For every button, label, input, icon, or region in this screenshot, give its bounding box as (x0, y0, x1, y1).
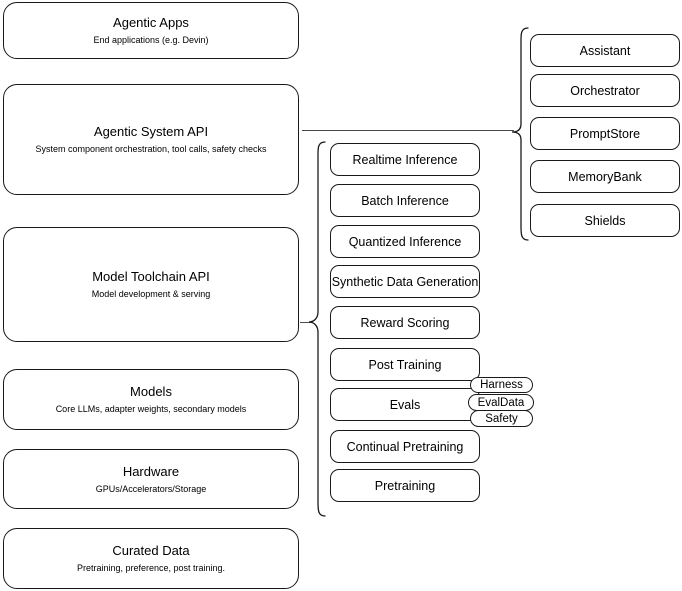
item-box-realtime-inference[interactable]: Realtime Inference (330, 143, 480, 176)
brace-toolchain-items (308, 140, 326, 518)
eval-badge-safety[interactable]: Safety (470, 410, 533, 427)
connector-agentic-system-api-to-components (302, 130, 514, 132)
layer-title: Agentic Apps (113, 15, 189, 30)
eval-badge-evaldata[interactable]: EvalData (468, 394, 534, 411)
layer-title: Agentic System API (93, 124, 209, 139)
layer-box-hardware[interactable]: Hardware GPUs/Accelerators/Storage (3, 449, 299, 509)
layer-title: Hardware (122, 463, 180, 479)
item-label: Pretraining (374, 478, 436, 493)
component-label: MemoryBank (568, 169, 642, 184)
item-label: Reward Scoring (360, 315, 450, 330)
item-box-reward-scoring[interactable]: Reward Scoring (330, 306, 480, 339)
layer-subtitle: System component orchestration, tool cal… (35, 144, 267, 154)
item-label: Batch Inference (361, 193, 449, 208)
item-box-pretraining[interactable]: Pretraining (330, 469, 480, 502)
layer-subtitle: End applications (e.g. Devin) (93, 35, 209, 45)
item-box-evals[interactable]: Evals (330, 388, 480, 421)
layer-title: Curated Data (112, 543, 190, 558)
item-box-post-training[interactable]: Post Training (330, 348, 480, 381)
layer-box-agentic-apps[interactable]: Agentic Apps End applications (e.g. Devi… (3, 2, 299, 59)
layer-box-agentic-system-api[interactable]: Agentic System API System component orch… (3, 84, 299, 195)
component-box-memorybank[interactable]: MemoryBank (530, 160, 680, 193)
item-box-continual-pretraining[interactable]: Continual Pretraining (330, 430, 480, 463)
item-label: Post Training (368, 357, 442, 372)
component-box-orchestrator[interactable]: Orchestrator (530, 74, 680, 107)
layer-title: Model Toolchain API (92, 269, 210, 284)
eval-badge-label: EvalData (477, 396, 525, 409)
eval-badge-harness[interactable]: Harness (470, 377, 533, 393)
component-label: Shields (584, 213, 626, 228)
layer-subtitle: GPUs/Accelerators/Storage (95, 483, 207, 494)
item-label: Realtime Inference (352, 152, 458, 167)
layer-box-models[interactable]: Models Core LLMs, adapter weights, secon… (3, 369, 299, 430)
item-box-batch-inference[interactable]: Batch Inference (330, 184, 480, 217)
eval-badge-label: Safety (485, 412, 518, 425)
item-box-quantized-inference[interactable]: Quantized Inference (330, 225, 480, 258)
component-box-shields[interactable]: Shields (530, 204, 680, 237)
layer-subtitle: Model development & serving (91, 289, 211, 299)
layer-box-curated-data[interactable]: Curated Data Pretraining, preference, po… (3, 528, 299, 589)
item-box-synthetic-data-generation[interactable]: Synthetic Data Generation (330, 265, 480, 298)
component-box-promptstore[interactable]: PromptStore (530, 117, 680, 150)
component-label: Assistant (579, 43, 631, 58)
item-label: Evals (389, 397, 421, 412)
component-box-assistant[interactable]: Assistant (530, 34, 680, 67)
eval-badge-label: Harness (480, 379, 523, 391)
layer-box-model-toolchain-api[interactable]: Model Toolchain API Model development & … (3, 227, 299, 342)
brace-agentic-system-items (511, 26, 529, 242)
component-label: PromptStore (569, 126, 641, 141)
layer-title: Models (130, 384, 172, 399)
item-label: Synthetic Data Generation (331, 274, 479, 289)
layer-subtitle: Pretraining, preference, post training. (76, 563, 226, 573)
layer-subtitle: Core LLMs, adapter weights, secondary mo… (55, 404, 247, 414)
component-label: Orchestrator (570, 83, 640, 98)
item-label: Quantized Inference (348, 234, 462, 249)
connector-model-toolchain-api-to-items (300, 322, 312, 324)
item-label: Continual Pretraining (346, 439, 464, 454)
